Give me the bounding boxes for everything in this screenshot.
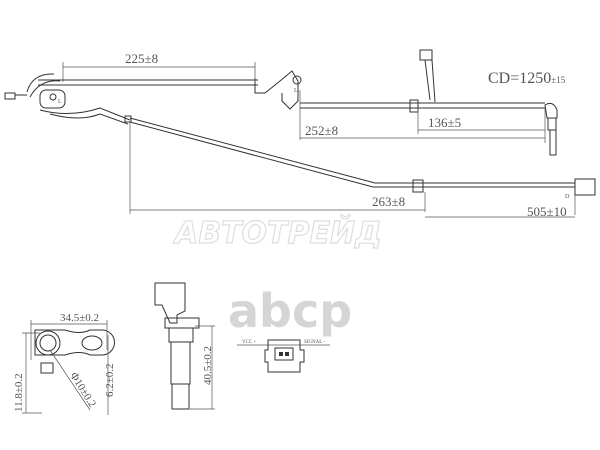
watermark-abcp: abcp [228,284,352,338]
dim-136: 136±5 [428,115,461,130]
watermark-avtotreid: АВТОТРЕЙД [173,215,382,251]
dim-225: 225±8 [125,51,158,66]
marker-l-right: L [294,88,298,94]
dim-34-5: 34.5±0.2 [60,312,99,324]
dim-phi-10: Φ10±0.2 [67,370,98,409]
marker-l-left: L [58,99,62,105]
sensor-top-view [22,320,115,415]
dim-11-8: 11.8±0.2 [13,373,25,412]
connector-pinout [237,339,330,373]
pin-vcc-label: VCC + [242,340,257,345]
dim-252: 252±8 [305,123,338,138]
upper-cable [4,49,558,156]
marker-d: D [565,194,570,200]
dim-505: 505±10 [527,204,567,219]
dim-263: 263±8 [372,194,405,209]
cable-length-spec: CD=1250±15 [488,70,566,87]
pin-signal-label: SIGNAL - [304,340,325,345]
dim-6-2: 6.2±0.2 [104,363,116,397]
lower-cable [129,117,596,218]
dim-40-5: 40.5±0.2 [202,346,214,385]
sensor-side-view [154,282,215,410]
